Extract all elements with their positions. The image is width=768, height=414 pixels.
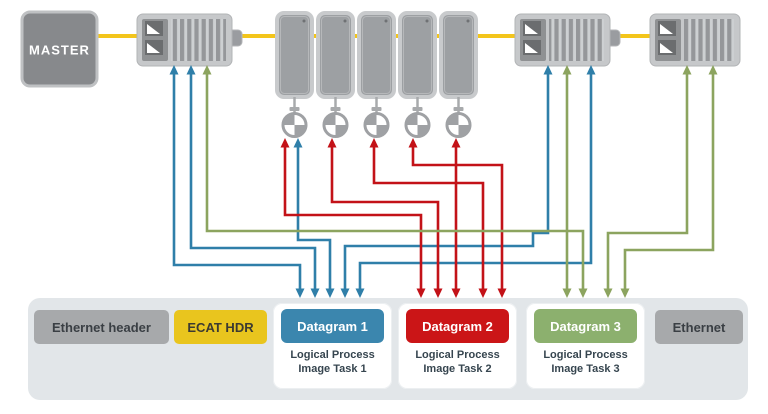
connection-d1-coupler1-a — [172, 68, 302, 295]
arrowhead-down-d2-motor2 — [433, 288, 443, 298]
coupler-3-port-icon-1 — [658, 21, 676, 36]
arrowhead-down-d2-motor3 — [478, 288, 488, 298]
connection-d1-coupler2-b — [358, 68, 593, 295]
coupler-3-port-icon-2 — [658, 40, 676, 55]
arrowhead-up-d2-motor4 — [408, 138, 418, 148]
arrowhead-down-d1-coupler2-b — [355, 288, 365, 298]
arrowhead-down-d2-motor1 — [416, 288, 426, 298]
ecat-hdr-box: ECAT HDR — [174, 310, 267, 344]
arrowhead-down-d3-coupler3-a — [603, 288, 613, 298]
datagram-2-sub-line1: Logical Process — [415, 349, 500, 361]
arrowhead-up-d3-coupler1 — [202, 65, 212, 75]
datagram-2-sublabel: Logical Process Image Task 2 — [415, 348, 499, 376]
process-data-arrows — [169, 65, 718, 298]
drive-4 — [398, 11, 437, 138]
arrowhead-up-d1-coupler1-a — [169, 65, 179, 75]
datagram-1-box: Datagram 1 — [281, 309, 384, 343]
connection-d2-motor3 — [372, 141, 485, 295]
arrowhead-down-d3-coupler3-b — [620, 288, 630, 298]
drive-5 — [439, 11, 478, 138]
datagram-3-box: Datagram 3 — [534, 309, 637, 343]
arrowhead-down-d2-motor4 — [497, 288, 507, 298]
datagram-3-card: Datagram 3 Logical Process Image Task 3 — [526, 303, 645, 389]
drive-3 — [357, 11, 396, 138]
coupler-1 — [136, 13, 243, 67]
datagram-2-sub-line2: Image Task 2 — [423, 363, 492, 375]
connection-d3-coupler3-a — [606, 68, 689, 295]
coupler-2 — [514, 13, 621, 67]
connection-d1-motor1 — [296, 141, 332, 295]
drive-2-motor — [322, 112, 349, 138]
arrowhead-up-d3-coupler2 — [562, 65, 572, 75]
coupler-1-port-icon-2 — [145, 40, 163, 55]
connection-d3-coupler1 — [205, 68, 585, 295]
arrowhead-up-d3-coupler3-b — [708, 65, 718, 75]
drive-3-motor — [363, 112, 390, 138]
coupler-1-connector-nub — [227, 29, 243, 47]
arrowhead-down-d1-coupler1-a — [295, 288, 305, 298]
connection-d2-motor2 — [330, 141, 440, 295]
ethernet-trailer-box: Ethernet — [655, 310, 743, 344]
drive-1 — [275, 11, 314, 138]
master-label: MASTER — [29, 43, 90, 58]
arrowhead-up-d2-motor5 — [451, 138, 461, 148]
coupler-1-port-icon-1 — [145, 21, 163, 36]
coupler-1-terminal-fins — [171, 19, 226, 61]
arrowhead-down-d3-coupler1 — [578, 288, 588, 298]
device-layer: MASTER — [20, 10, 741, 138]
connection-d2-motor4 — [411, 141, 504, 295]
datagram-3-sub-line2: Image Task 3 — [551, 363, 620, 375]
arrowhead-up-d2-motor2 — [327, 138, 337, 148]
ethernet-header-box: Ethernet header — [34, 310, 169, 344]
coupler-3-terminal-fins — [684, 19, 734, 61]
arrowhead-up-d2-motor1 — [280, 138, 290, 148]
arrowhead-down-d1-motor1 — [325, 288, 335, 298]
arrowhead-up-d1-coupler2-b — [586, 65, 596, 75]
datagram-1-card: Datagram 1 Logical Process Image Task 1 — [273, 303, 392, 389]
arrowhead-up-d1-coupler2-a — [543, 65, 553, 75]
coupler-2-port-icon-1 — [523, 21, 541, 36]
datagram-1-sub-line1: Logical Process — [290, 349, 375, 361]
arrowhead-up-d3-coupler3-a — [682, 65, 692, 75]
connection-d1-coupler2-a — [343, 68, 550, 295]
datagram-1-sub-line2: Image Task 1 — [298, 363, 367, 375]
datagram-3-sub-line1: Logical Process — [543, 349, 628, 361]
drive-5-motor — [445, 112, 472, 138]
arrowhead-up-d1-motor1 — [293, 138, 303, 148]
arrowhead-down-d3-coupler2 — [562, 288, 572, 298]
arrowhead-up-d1-coupler1-b — [186, 65, 196, 75]
drive-2 — [316, 11, 355, 138]
arrowhead-down-d2-motor5 — [451, 288, 461, 298]
connection-d2-motor1 — [283, 141, 423, 295]
coupler-2-connector-nub — [605, 29, 621, 47]
drive-4-motor — [404, 112, 431, 138]
arrowhead-up-d2-motor3 — [369, 138, 379, 148]
datagram-2-card: Datagram 2 Logical Process Image Task 2 — [398, 303, 517, 389]
arrowhead-down-d1-coupler2-a — [340, 288, 350, 298]
coupler-3 — [649, 13, 741, 67]
arrowhead-down-d1-coupler1-b — [310, 288, 320, 298]
datagram-1-sublabel: Logical Process Image Task 1 — [290, 348, 374, 376]
connection-d1-coupler1-b — [189, 68, 317, 295]
datagram-3-sublabel: Logical Process Image Task 3 — [543, 348, 627, 376]
master: MASTER — [20, 10, 99, 88]
coupler-2-terminal-fins — [549, 19, 604, 61]
datagram-2-box: Datagram 2 — [406, 309, 509, 343]
connection-d3-coupler3-b — [623, 68, 715, 295]
coupler-2-port-icon-2 — [523, 40, 541, 55]
drive-1-motor — [281, 112, 308, 138]
